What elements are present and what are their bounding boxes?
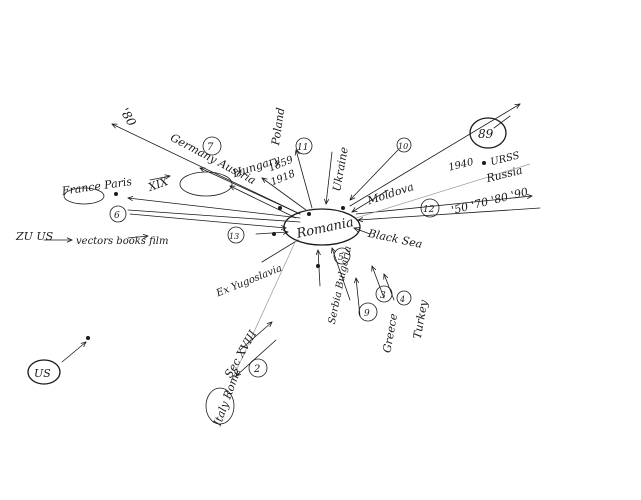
label-moldova: Moldova [365,180,415,207]
region-labels: France Paris XIX Germany Austria Hungary… [15,106,529,429]
arrow [296,150,313,209]
number-9: 9 [364,309,370,319]
circle-7: 7 [202,136,222,156]
label-greece: Greece [380,312,400,354]
arrow [231,239,297,381]
number-4: 4 [399,295,405,304]
arrow [332,248,351,301]
arrow [255,232,288,234]
arrow [318,250,320,287]
circle-12: 12 [420,198,440,218]
number-5: 5 [338,253,344,263]
arrow [355,196,532,215]
number-12: 12 [423,205,435,215]
circle-2: 2 [248,358,268,378]
dot [482,161,486,165]
circle-9: 9 [358,302,378,322]
arrow [230,186,297,219]
label-xix: XIX [146,175,171,195]
label-note: vectors books film [76,236,168,247]
arrow [326,151,333,204]
label-france-paris: France Paris [60,175,133,198]
arrow [127,236,148,238]
arrow [262,178,307,211]
number-89: 89 [478,127,494,141]
number-7: 7 [207,142,214,153]
arrow [112,124,301,215]
number-6: 6 [114,211,120,221]
circle-6: 6 [109,205,127,223]
circle-13: 13 [227,226,245,244]
arrow [127,209,301,223]
circle-4: 4 [396,290,412,306]
circle-89: 89 [469,117,507,149]
arrow [354,228,371,235]
arrow [61,342,86,363]
arrow [239,322,272,351]
arrow [349,104,520,207]
arrow [129,213,286,228]
dot [278,206,282,210]
arrow [372,266,385,299]
arrow [358,207,541,220]
label-russia: Russia [484,164,524,186]
dots [86,161,486,340]
arrow [355,163,531,219]
label-ex-yugoslavia: Ex Yugoslavia [214,263,284,300]
center-dot [341,206,345,210]
label-us: US [34,367,51,380]
number-13: 13 [229,232,239,241]
dot [114,192,118,196]
label-ukraine: Ukraine [330,146,351,193]
label-poland: Poland [269,107,287,147]
circle-10: 10 [396,137,412,153]
number-10: 10 [398,142,408,151]
arrow [261,239,299,263]
label-years: '50 '70 '80 '90 [450,185,529,217]
center-dot [307,212,311,216]
center-label: Romania [294,215,355,242]
circle-11: 11 [295,137,313,155]
arrow [352,189,389,212]
label-germany-austria: Germany Austria [168,131,258,187]
label-turkey: Turkey [411,298,431,340]
label-ellipse [63,187,105,205]
connector-arrows [43,104,541,381]
circle-3: 3 [375,285,393,303]
arrow [128,198,301,219]
dot [316,264,320,268]
label-black-sea: Black Sea [366,227,424,251]
number-3: 3 [380,291,386,301]
label-80: '80 [117,106,139,129]
circled-numbers: 89 7 11 10 6 12 13 5 [109,117,507,378]
number-2: 2 [253,364,260,375]
circle-5: 5 [333,247,351,265]
france-group: France Paris [60,175,133,205]
arrow [350,149,399,200]
arrow [149,176,170,181]
arrow [236,339,277,376]
number-11: 11 [297,143,308,153]
dot [86,336,90,340]
label-ellipse [27,359,61,385]
arrow [200,168,301,215]
label-zu-us: ZU US [15,230,54,243]
us-group: US [27,359,61,385]
arrow [493,115,511,129]
arrow [384,274,395,301]
label-1940: 1940 [447,157,475,174]
dot [272,232,276,236]
label-ellipse [179,171,233,197]
label-ellipse [205,387,235,425]
